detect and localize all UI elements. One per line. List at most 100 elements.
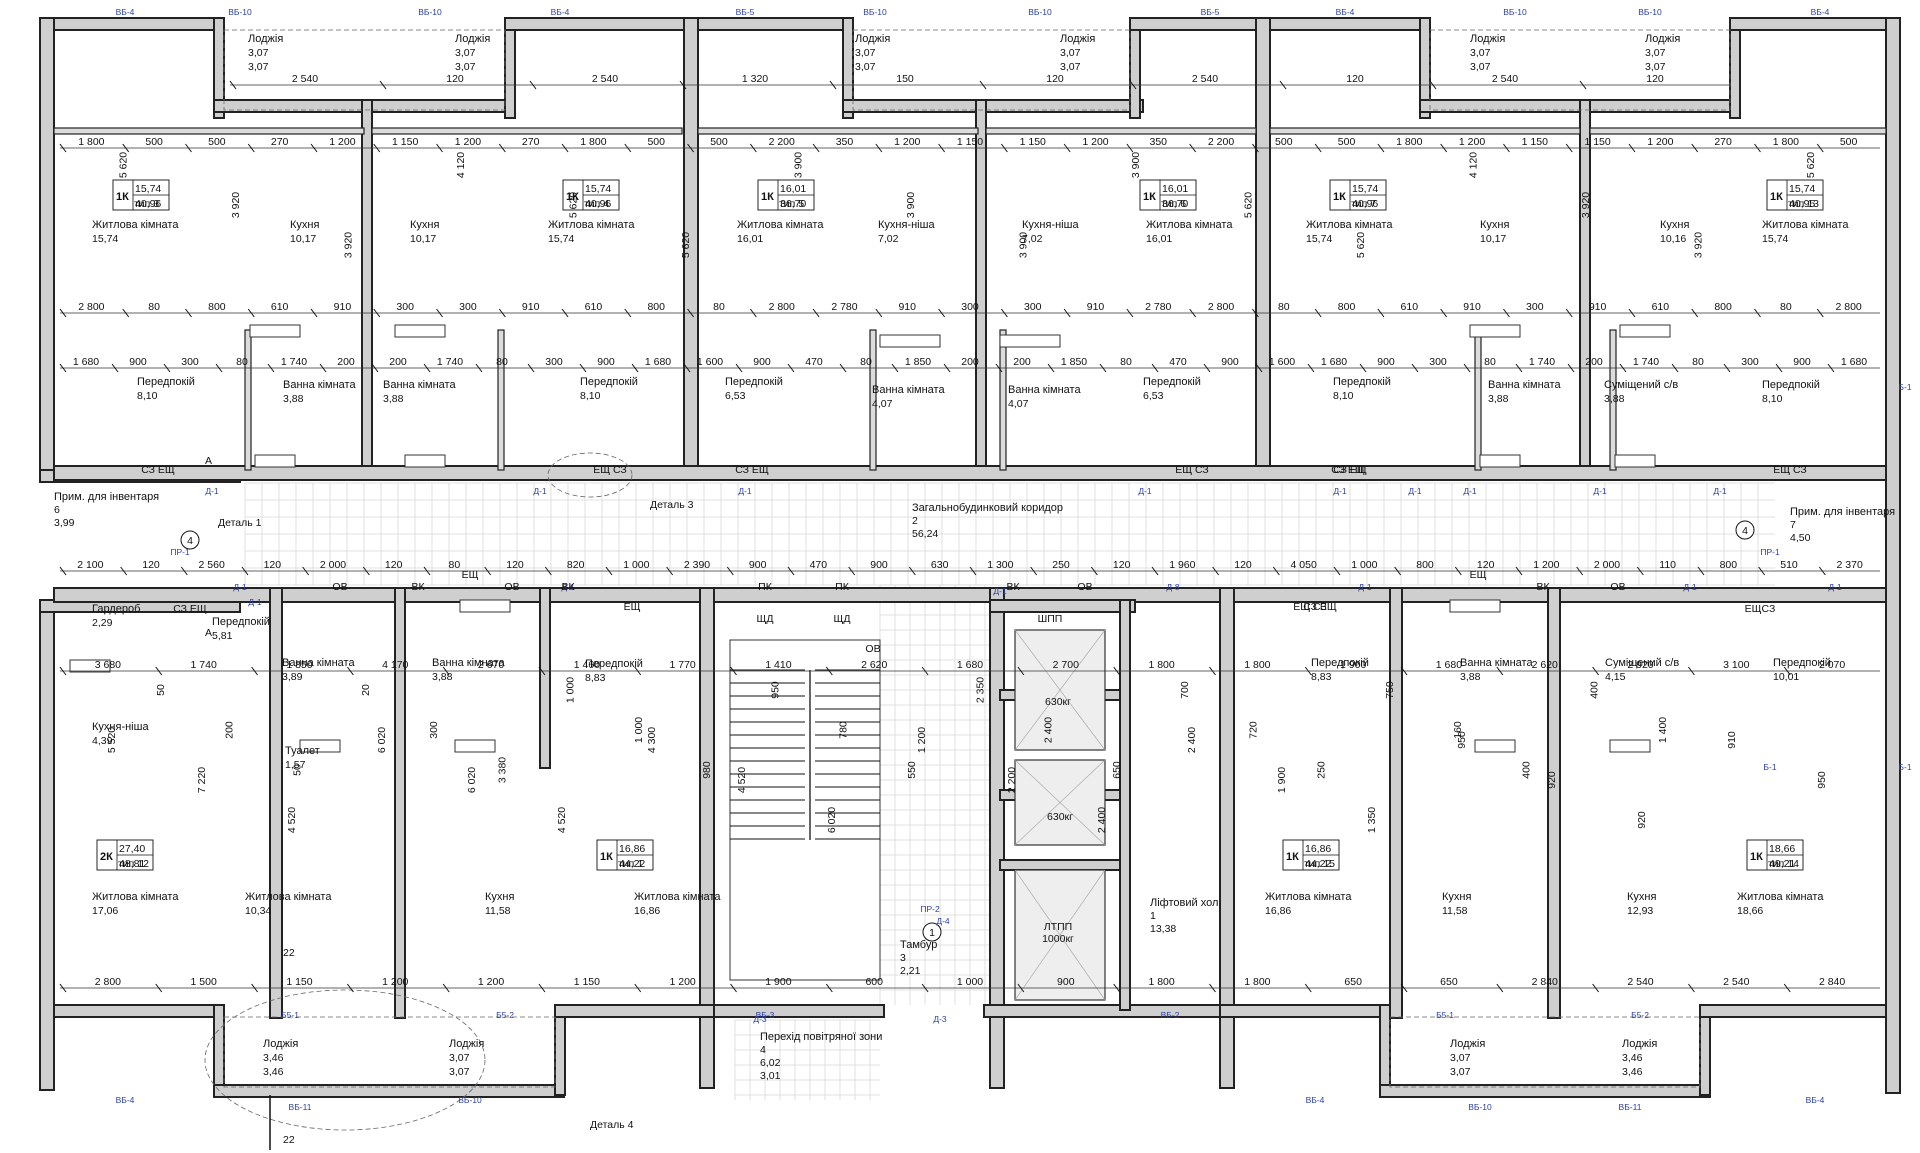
- apartment-tag-4: [1139, 179, 1197, 211]
- dimension-222: 650: [1111, 761, 1123, 779]
- dimension-78: 80: [236, 356, 248, 368]
- utility-tag-20: ОВ: [1077, 581, 1092, 593]
- r6-area-2: 3,07: [1645, 61, 1666, 73]
- r27-name: Передпокій: [1333, 376, 1391, 388]
- dimension-130: 4 050: [1291, 559, 1317, 571]
- dimension-197: 1 200: [916, 727, 928, 753]
- dimension-179: 120: [446, 73, 464, 85]
- r24-name: Ванна кімната: [872, 384, 945, 396]
- r29-area: 3,88: [1604, 393, 1625, 405]
- dimension-42: 4 120: [1467, 152, 1479, 178]
- apartment-type: тип 14: [1768, 858, 1799, 870]
- dimension-156: 2 920: [1627, 659, 1653, 671]
- door-tag-18: Д-3: [933, 1014, 947, 1024]
- dimension-57: 2 800: [769, 301, 795, 313]
- dimension-75: 1 680: [73, 356, 99, 368]
- r32-name: Загальнобудинковий коридор: [912, 502, 1063, 514]
- apartment-rooms: 2К: [100, 851, 113, 863]
- dimension-184: 2 540: [1192, 73, 1218, 85]
- r12-name: Кухня-ніша: [878, 219, 935, 231]
- apartment-rooms: 1К: [761, 191, 774, 203]
- r26-area: 6,53: [1143, 390, 1164, 402]
- bb-b6: ВБ-11: [1619, 1102, 1642, 1112]
- dimension-9: 1 800: [580, 136, 606, 148]
- fixture-6: [1614, 454, 1656, 468]
- apartment-type: тип 13: [1788, 198, 1819, 210]
- r20-area: 3,88: [283, 393, 304, 405]
- door-tag-17: Д-3: [753, 1014, 767, 1024]
- dimension-106: 80: [1692, 356, 1704, 368]
- dimension-124: 630: [931, 559, 949, 571]
- dimension-212: 300: [428, 721, 440, 739]
- apartment-living-area: 18,66: [1769, 843, 1795, 855]
- r6-area: 3,07: [1645, 47, 1666, 59]
- dimension-100: 900: [1377, 356, 1395, 368]
- r50-name: Ліфтовий хол: [1150, 897, 1218, 909]
- door-tag-6: Д-1: [1713, 486, 1727, 496]
- apartment-total-area: 40,95: [1789, 198, 1815, 210]
- r56-area: 3,07: [449, 1052, 470, 1064]
- r48-name: Житлова кімната: [634, 891, 721, 903]
- r41-name: Передпокій: [1311, 657, 1369, 669]
- r23-area: 6,53: [725, 390, 746, 402]
- dimension-26: 1 200: [1647, 136, 1673, 148]
- fixture-11: [459, 599, 511, 613]
- utility-tag-21: ЕЩСЗ: [1745, 603, 1776, 615]
- apartment-total-area: 48,81: [119, 858, 145, 870]
- dimension-36: 3 900: [792, 152, 804, 178]
- dimension-112: 2 560: [199, 559, 225, 571]
- fixture-7: [249, 324, 301, 338]
- dimension-144: 2 670: [478, 659, 504, 671]
- dimension-1: 1 800: [78, 136, 104, 148]
- apartment-living-area: 15,74: [1789, 183, 1815, 195]
- dimension-55: 800: [647, 301, 665, 313]
- axis-circle-1: [180, 530, 200, 550]
- fixture-15: [1474, 739, 1516, 753]
- r44-area: 10,01: [1773, 671, 1799, 683]
- dimension-46: 2 800: [78, 301, 104, 313]
- apartment-rooms: 1К: [1770, 191, 1783, 203]
- r16-area: 10,17: [1480, 233, 1506, 245]
- dimension-3: 500: [208, 136, 226, 148]
- r12-area: 7,02: [878, 233, 899, 245]
- r52-name: Кухня: [1442, 891, 1471, 903]
- dimension-159: 2 800: [95, 976, 121, 988]
- dimension-217: 950: [769, 681, 781, 699]
- dimension-134: 1 200: [1533, 559, 1559, 571]
- apartment-rooms: 1К: [1286, 851, 1299, 863]
- dimension-40: 5 620: [1242, 192, 1254, 218]
- loggia-outline-3: [1429, 29, 1731, 111]
- r51-name: Житлова кімната: [1265, 891, 1352, 903]
- dimension-196: 6 020: [826, 807, 838, 833]
- r7-area: 15,74: [92, 233, 118, 245]
- r49-number: 3: [900, 952, 906, 964]
- utility-tag-2: СЗ ЕЩ: [735, 464, 769, 476]
- r1-name: Лоджія: [248, 33, 283, 45]
- r1-area-2: 3,07: [248, 61, 269, 73]
- dimension-95: 80: [1120, 356, 1132, 368]
- r49-name: Тамбур: [900, 939, 937, 951]
- r20-name: Ванна кімната: [283, 379, 356, 391]
- dimension-22: 1 800: [1396, 136, 1422, 148]
- apartment-rooms: 1К: [1333, 191, 1346, 203]
- dimension-114: 2 000: [320, 559, 346, 571]
- dimension-12: 2 200: [769, 136, 795, 148]
- bb-t6: ВБ-10: [863, 7, 887, 17]
- dimension-181: 1 320: [742, 73, 768, 85]
- dimension-187: 120: [1646, 73, 1664, 85]
- lift-1-capacity: 630кг: [1047, 811, 1073, 823]
- dimension-213: 3 380: [496, 757, 508, 783]
- r29-name: Суміщений с/в: [1604, 379, 1678, 391]
- dimension-210: 50: [292, 764, 304, 776]
- apartment-rooms: 1К: [600, 851, 613, 863]
- loggia-outline-1: [223, 29, 506, 111]
- r3-area-2: 3,07: [855, 61, 876, 73]
- r33-name: Прим. для інвентаря: [1790, 506, 1895, 518]
- dimension-17: 1 200: [1082, 136, 1108, 148]
- r34-area: 2,29: [92, 617, 113, 629]
- apartment-type: тип 4: [584, 198, 609, 210]
- dimension-174: 2 840: [1532, 976, 1558, 988]
- apartment-living-area: 15,74: [1352, 183, 1378, 195]
- apartment-rooms: 1К: [566, 191, 579, 203]
- fixture-16: [1609, 739, 1651, 753]
